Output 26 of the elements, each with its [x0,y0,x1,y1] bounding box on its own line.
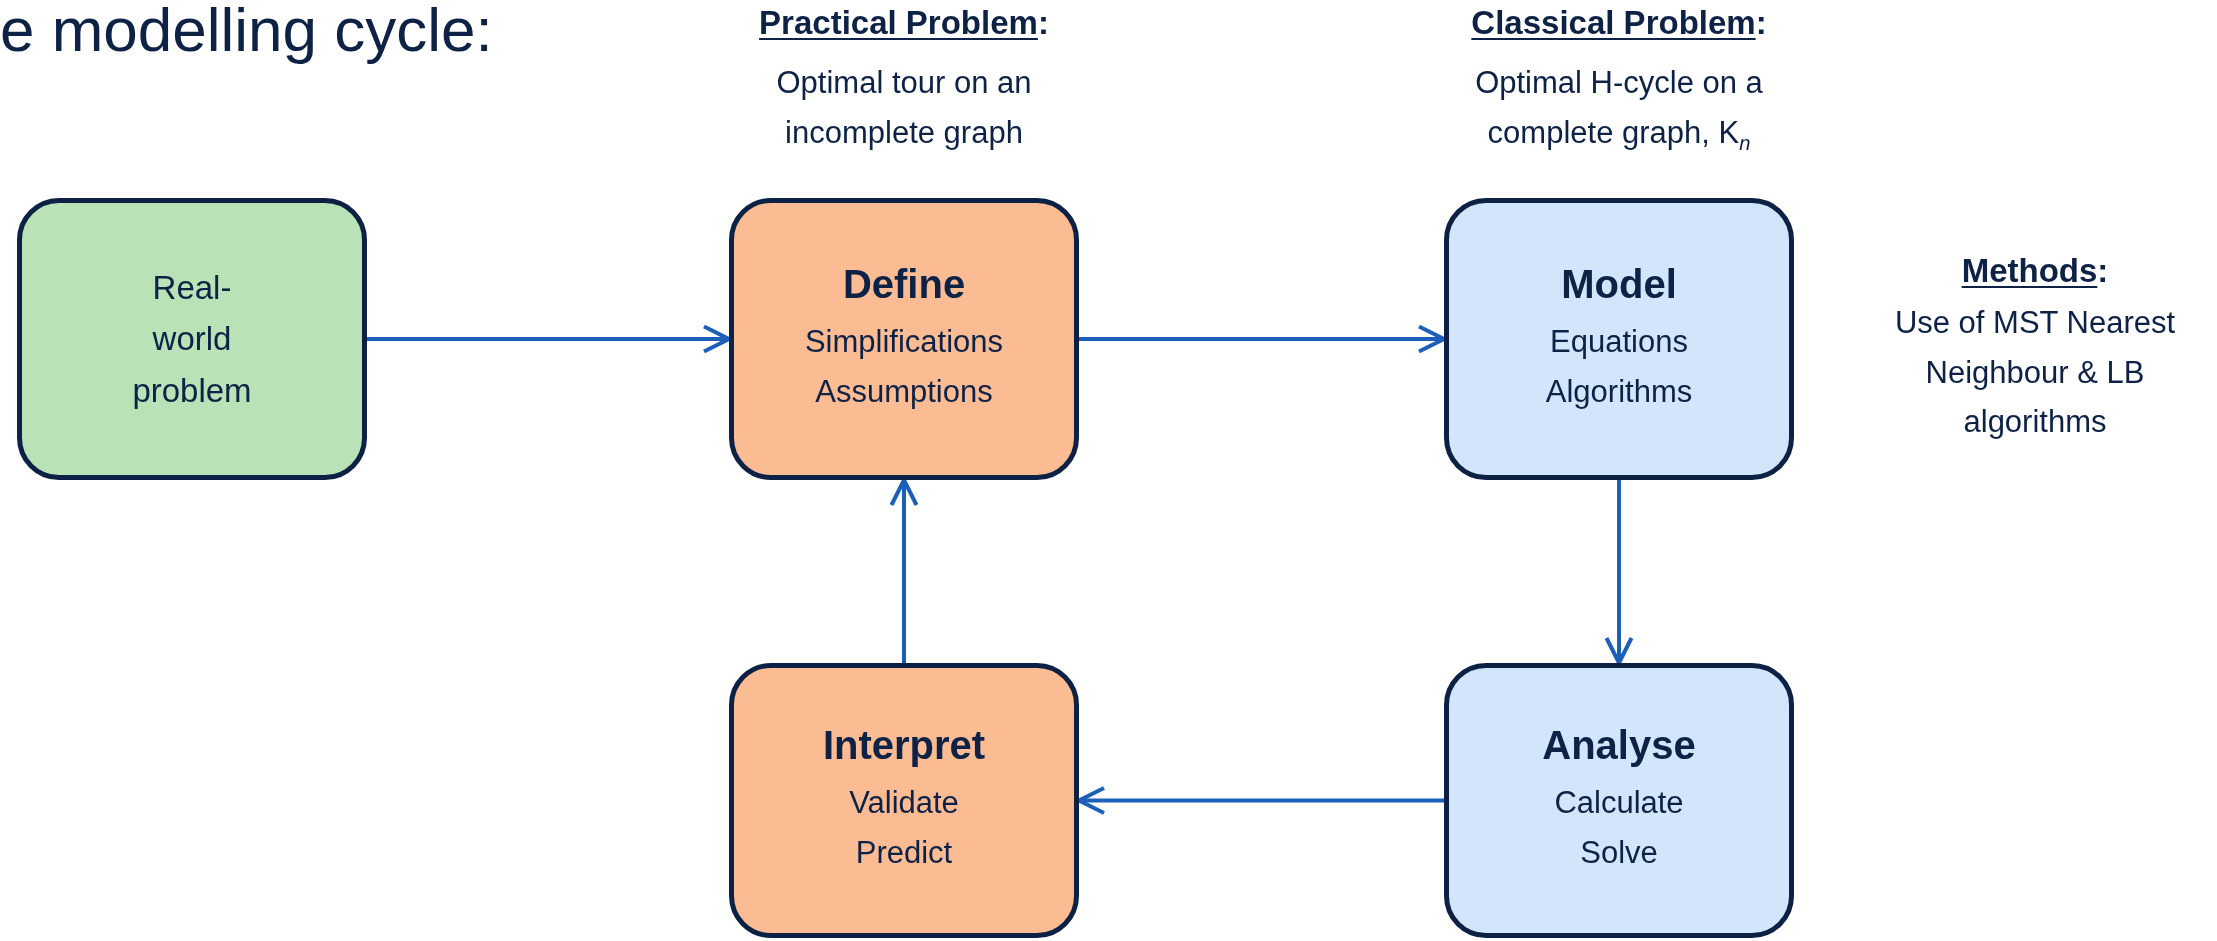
arrow [367,324,731,354]
description-text: Optimal H-cycle on a complete graph, K$_{n}$ [1474,64,1764,156]
box-text: Validate Predict [849,784,959,872]
box-text: Calculate Solve [1554,784,1684,872]
section-heading: Methods: [1960,252,2110,290]
box-title: Analyse [1542,723,1696,769]
arrow [1604,480,1634,665]
arrow [889,478,919,663]
section-heading: Classical Problem: [1470,4,1768,42]
box-title: Model [1561,261,1677,307]
process-box [1444,198,1794,480]
process-box [729,663,1079,938]
title: e modelling cycle: [0,0,493,65]
box-title: Interpret [822,723,986,769]
process-box [1444,663,1794,938]
note-text: Use of MST Nearest Neighbour & LB algorithms [1893,304,2177,442]
description-text: Optimal tour on an incomplete graph [775,64,1033,152]
arrow [1079,324,1446,354]
process-box [729,198,1079,480]
arrow [1077,786,1444,815]
box-label: Real-world problem [132,268,252,411]
box-text: Equations Algorithms [1545,322,1693,411]
process-box [17,198,367,480]
section-heading: Practical Problem: [758,4,1050,42]
box-title: Define [842,261,966,307]
box-text: Simplifications Assumptions [804,322,1004,411]
